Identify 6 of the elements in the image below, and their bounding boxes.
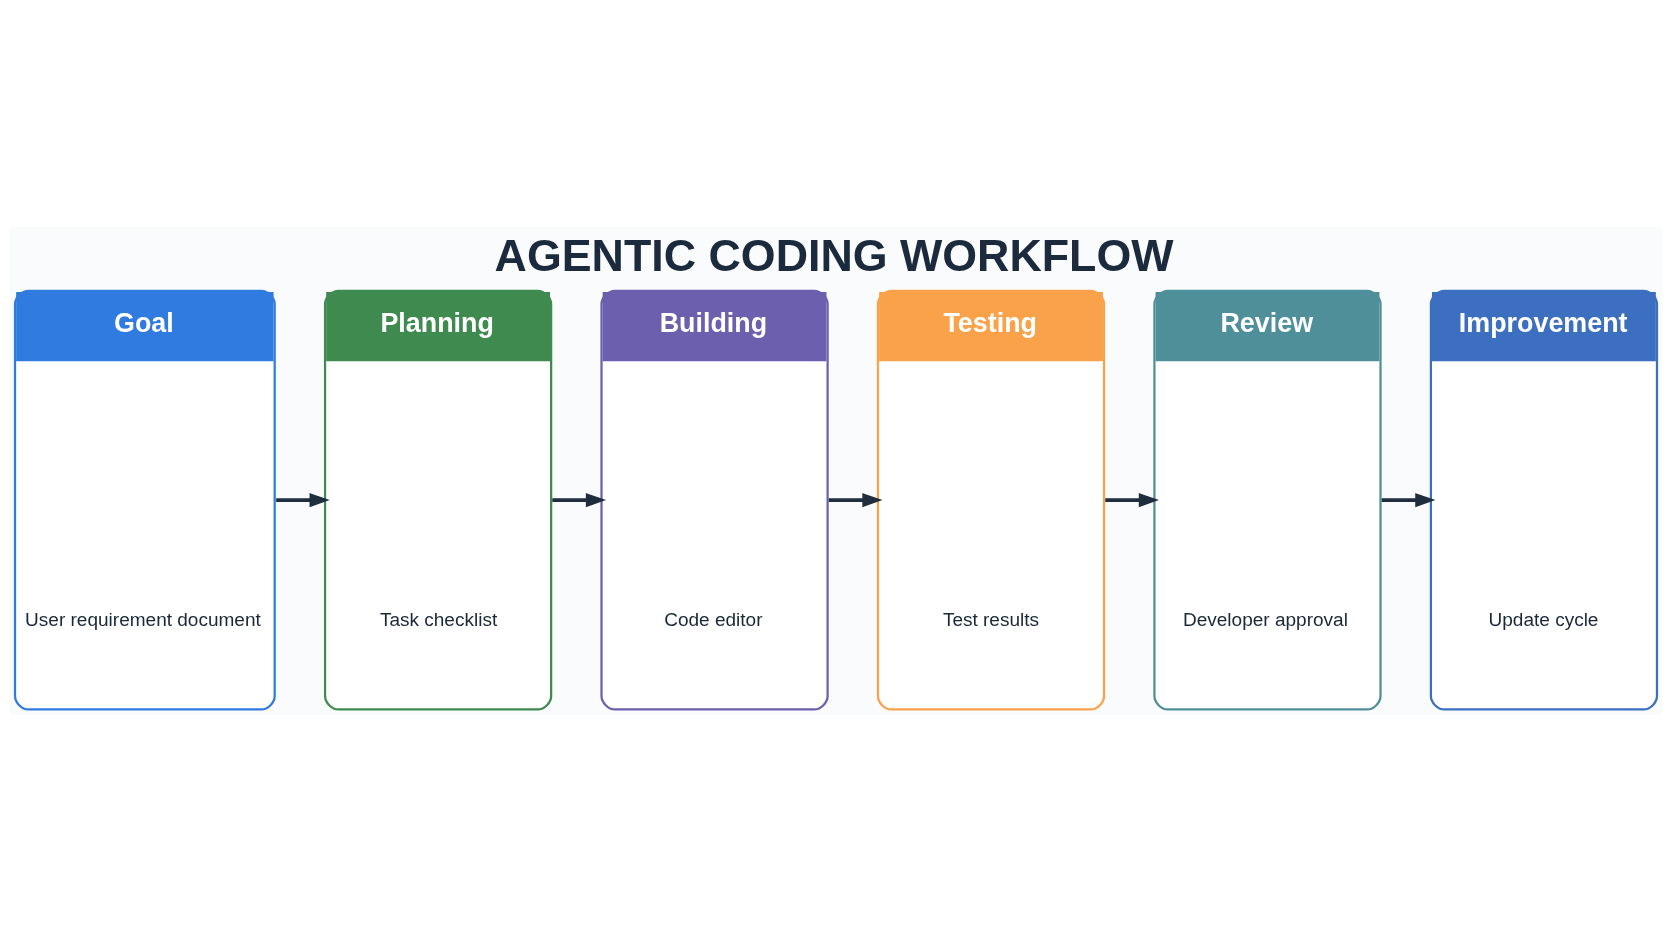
diagram-title: AGENTIC CODING WORKFLOW: [494, 229, 1174, 280]
arrow: [552, 492, 607, 507]
arrow: [1381, 492, 1436, 507]
arrow: [828, 492, 883, 507]
arrow: [1105, 492, 1159, 507]
arrow: [276, 492, 330, 507]
